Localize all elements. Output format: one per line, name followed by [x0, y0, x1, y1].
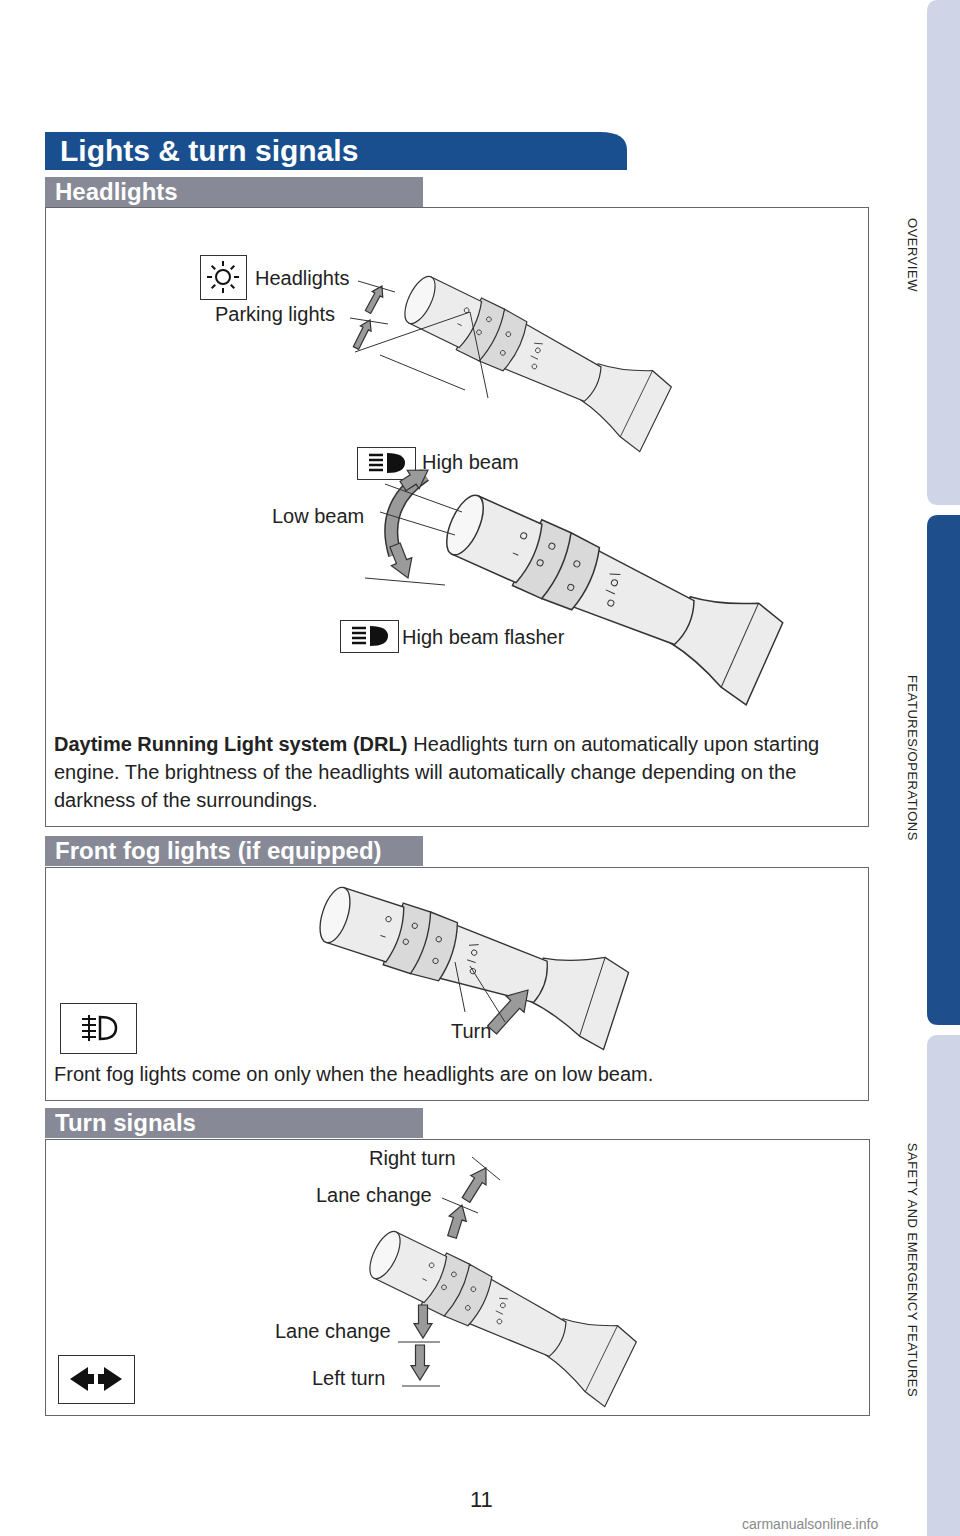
leader-line: [350, 318, 388, 324]
motion-arrow: [365, 286, 382, 313]
part-label: Lane change: [275, 1319, 391, 1343]
symbol-icon: [341, 621, 399, 653]
part-label: Turn: [451, 1019, 491, 1043]
leader-line: [380, 512, 455, 535]
section-heading: Headlights: [45, 177, 423, 207]
section-tab: [927, 1035, 960, 1536]
motion-arrow: [488, 990, 528, 1034]
section-heading: Front fog lights (if equipped): [45, 836, 423, 866]
leader-line: [442, 1198, 478, 1213]
part-label: High beam flasher: [402, 625, 564, 649]
page-title: Lights & turn signals: [60, 134, 358, 168]
content-panel: Daytime Running Light system (DRL) Headli…: [45, 207, 869, 827]
motion-arrow: [353, 320, 371, 349]
part-label: Right turn: [369, 1146, 456, 1170]
leader-line: [385, 484, 462, 512]
part-label: Headlights: [255, 266, 350, 290]
symbol-icon: [201, 256, 247, 300]
section-tab: [927, 515, 960, 1025]
part-label: Lane change: [316, 1183, 432, 1207]
symbol-icon: [358, 448, 416, 480]
panel-frame: [46, 1140, 870, 1416]
side-tab-label: OVERVIEW: [900, 218, 924, 292]
motion-arrow: [411, 1345, 429, 1380]
body-text: Front fog lights (if equipped): [55, 837, 382, 864]
lead-in: Daytime Running Light system (DRL): [54, 733, 407, 755]
leader-line: [398, 1342, 440, 1343]
motion-arrow: [390, 543, 412, 578]
leader-line: [355, 312, 488, 398]
part-label: Parking lights: [215, 302, 335, 326]
symbol-icon: [61, 1004, 137, 1054]
leader-line: [470, 966, 505, 1022]
symbol-icon: [59, 1356, 135, 1404]
combination-switch: [392, 261, 674, 452]
leader-line: [472, 1157, 500, 1180]
motion-arrow: [448, 1205, 467, 1238]
combination-switch: [309, 870, 631, 1050]
page-number: 11: [470, 1488, 493, 1512]
motion-arrow: [414, 1305, 432, 1338]
leader-line: [402, 1386, 440, 1387]
part-label: Low beam: [272, 504, 364, 528]
watermark: carmanualsonline.info: [742, 1512, 878, 1536]
section-heading: Turn signals: [45, 1108, 423, 1138]
body-text: Turn signals: [55, 1109, 196, 1136]
leader-line: [380, 355, 465, 390]
section-tab: [927, 0, 960, 505]
title-tab: [45, 132, 627, 170]
combination-switch: [357, 1216, 639, 1407]
combination-switch: [432, 475, 786, 704]
body-text: Headlights: [55, 178, 178, 205]
part-label: High beam: [422, 450, 519, 474]
motion-arrow: [462, 1168, 486, 1202]
leader-line: [365, 578, 445, 585]
leader-line: [358, 281, 395, 292]
part-label: Left turn: [312, 1366, 385, 1390]
body-text: Front fog lights come on only when the h…: [54, 1063, 653, 1085]
motion-arrow: [400, 470, 428, 491]
side-tab-label: FEATURES/OPERATIONS: [900, 675, 924, 841]
content-panel: Front fog lights come on only when the h…: [45, 867, 869, 1101]
leader-line: [455, 962, 465, 1012]
side-tab-label: SAFETY AND EMERGENCY FEATURES: [900, 1143, 924, 1397]
